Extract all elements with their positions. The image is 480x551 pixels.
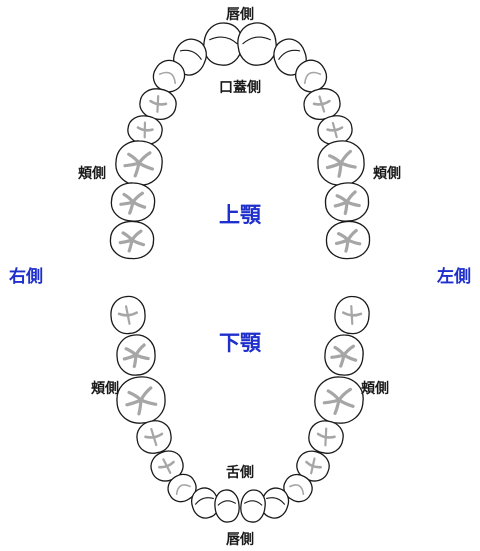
labels-group: 唇側 口蓋側 頬側 頬側 上顎 右側 左側 下顎 頬側 頬側 舌側 唇側 (9, 6, 471, 547)
tooth-crown-outline (260, 487, 290, 519)
label-lower-buccal-left: 頬側 (361, 380, 389, 396)
teeth-group (109, 22, 371, 523)
tooth-upper-left-8 (325, 220, 371, 260)
tooth-crown-outline (214, 489, 240, 523)
tooth-upper-right-7 (110, 182, 156, 222)
tooth-lower-left-3 (314, 376, 364, 424)
tooth-lower-right-4 (136, 420, 172, 454)
label-upper-jaw: 上顎 (219, 204, 262, 227)
label-lower-labial: 唇側 (226, 531, 254, 547)
tooth-lower-right-1 (110, 295, 146, 335)
tooth-upper-left-1 (237, 22, 277, 66)
tooth-upper-right-4 (139, 88, 177, 120)
label-upper-buccal-right: 頬側 (78, 165, 106, 181)
tooth-lower-right-2 (116, 334, 156, 376)
tooth-upper-right-5 (127, 115, 163, 145)
tooth-upper-right-8 (109, 220, 155, 260)
label-lower-jaw: 下顎 (219, 332, 262, 355)
tooth-lower-right-5 (150, 450, 184, 482)
tooth-lower-left-6 (283, 473, 313, 503)
label-lower-buccal-right: 頬側 (91, 380, 119, 396)
label-lingual: 舌側 (226, 464, 254, 480)
tooth-lower-right-3 (116, 376, 166, 424)
label-palatal: 口蓋側 (219, 79, 261, 95)
tooth-crown-outline (237, 22, 277, 66)
tooth-upper-left-6 (317, 140, 365, 186)
tooth-lower-left-8 (240, 489, 266, 523)
tooth-lower-left-2 (324, 334, 364, 376)
tooth-upper-left-7 (324, 182, 370, 222)
tooth-crown-outline (167, 473, 197, 503)
tooth-lower-right-8 (214, 489, 240, 523)
tooth-lower-left-7 (260, 487, 290, 519)
tooth-lower-right-7 (190, 487, 220, 519)
tooth-crown-outline (190, 487, 220, 519)
tooth-lower-left-1 (334, 295, 370, 335)
tooth-lower-left-4 (308, 420, 344, 454)
tooth-crown-outline (283, 473, 313, 503)
tooth-crown-outline (240, 489, 266, 523)
label-upper-labial: 唇側 (226, 6, 254, 22)
label-right-side: 右側 (9, 266, 43, 286)
label-upper-buccal-left: 頬側 (373, 165, 401, 181)
label-left-side: 左側 (437, 266, 471, 286)
tooth-lower-right-6 (167, 473, 197, 503)
tooth-upper-right-6 (115, 140, 163, 186)
